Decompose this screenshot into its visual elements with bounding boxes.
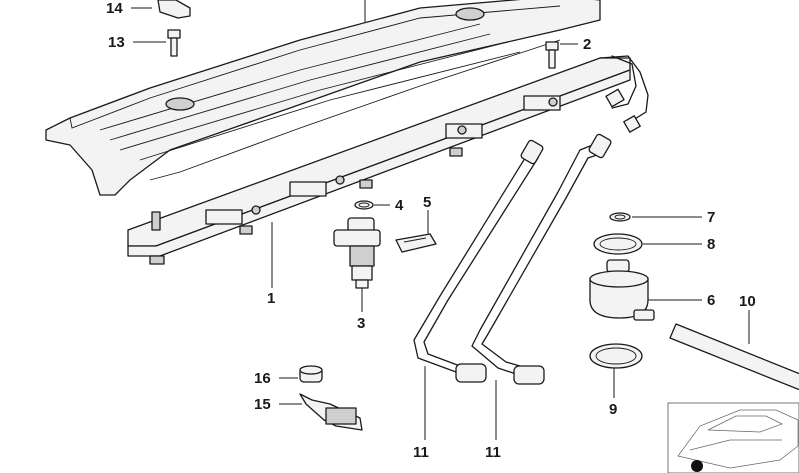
leader-lines bbox=[131, 0, 750, 440]
retaining-ring-9 bbox=[589, 343, 643, 369]
callout-8: 8 bbox=[707, 236, 715, 253]
rail-bolt-bosses bbox=[251, 97, 558, 215]
callout-7: 7 bbox=[707, 209, 715, 226]
callout-11-left: 11 bbox=[413, 444, 429, 461]
o-ring-4 bbox=[354, 200, 374, 210]
o-ring-8 bbox=[593, 233, 643, 255]
callout-14: 14 bbox=[106, 0, 123, 17]
callout-6: 6 bbox=[707, 292, 715, 309]
bracket-15 bbox=[299, 393, 363, 431]
callout-11-right: 11 bbox=[485, 444, 501, 461]
hose-10 bbox=[669, 323, 799, 391]
callout-9: 9 bbox=[609, 401, 617, 418]
fuel-rail bbox=[127, 55, 649, 265]
callout-2: 2 bbox=[583, 36, 591, 53]
rail-feet bbox=[149, 147, 463, 265]
location-marker-icon bbox=[691, 460, 703, 472]
callout-13: 13 bbox=[108, 34, 125, 51]
clip-5 bbox=[395, 233, 437, 253]
bolt-13 bbox=[167, 29, 181, 57]
callouts: 14 13 2 4 5 7 8 1 6 10 3 16 15 9 11 11 bbox=[106, 0, 756, 461]
fuel-lines-11 bbox=[413, 133, 612, 385]
callout-16: 16 bbox=[254, 370, 271, 387]
callout-15: 15 bbox=[254, 396, 271, 413]
cap-16 bbox=[299, 365, 323, 383]
callout-5: 5 bbox=[423, 194, 431, 211]
clip-14 bbox=[157, 0, 191, 19]
callout-4: 4 bbox=[395, 197, 404, 214]
injector-3 bbox=[333, 217, 381, 289]
callout-3: 3 bbox=[357, 315, 365, 332]
callout-10: 10 bbox=[739, 293, 756, 310]
vehicle-location-inset bbox=[667, 402, 799, 473]
callout-1: 1 bbox=[267, 290, 275, 307]
engine-cover bbox=[45, 0, 601, 196]
pressure-regulator-6 bbox=[589, 259, 655, 321]
bolt-2 bbox=[545, 41, 559, 69]
seal-7 bbox=[609, 212, 631, 222]
